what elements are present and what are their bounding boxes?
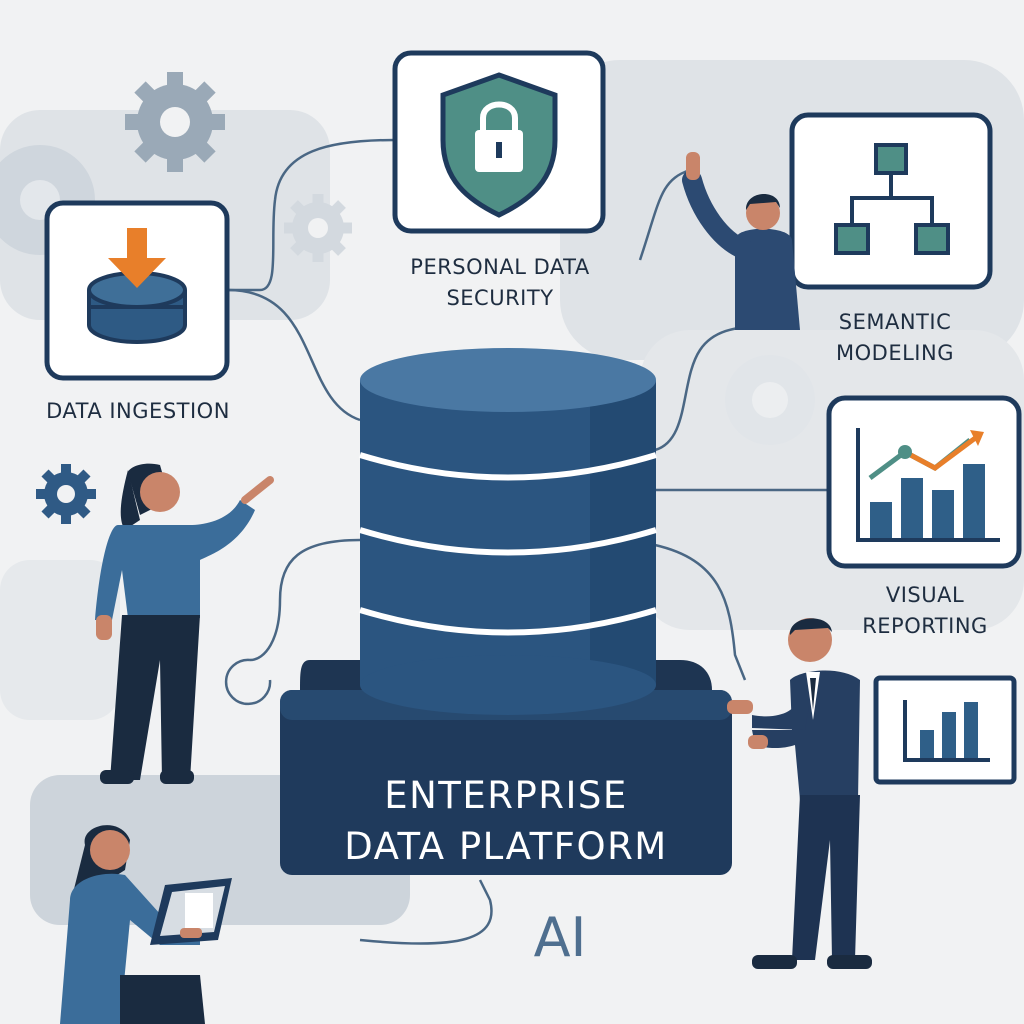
node-label-data-ingestion: DATA INGESTION bbox=[18, 396, 258, 427]
shield-lock-icon bbox=[440, 72, 558, 218]
personal-data-security-card bbox=[392, 50, 606, 234]
semantic-modeling-card bbox=[789, 112, 993, 290]
gear-icon bbox=[725, 355, 815, 445]
node-label-line: DATA INGESTION bbox=[46, 399, 230, 423]
node-label-personal-data-security: PERSONAL DATA SECURITY bbox=[380, 252, 620, 314]
visual-reporting-card bbox=[826, 395, 1022, 569]
database-download-icon bbox=[87, 228, 187, 344]
node-label-line: SECURITY bbox=[446, 286, 554, 310]
platform-title-line: DATA PLATFORM bbox=[344, 825, 668, 868]
node-label-line: PERSONAL DATA bbox=[410, 255, 590, 279]
node-label-line: VISUAL bbox=[885, 583, 965, 607]
gear-icon bbox=[36, 464, 96, 524]
node-label-semantic-modeling: SEMANTIC MODELING bbox=[800, 307, 990, 369]
gear-icon bbox=[284, 194, 352, 262]
node-label-line: REPORTING bbox=[862, 614, 988, 638]
node-label-visual-reporting: VISUAL REPORTING bbox=[840, 580, 1010, 642]
person-with-laptop bbox=[60, 825, 232, 1024]
ai-label: AI bbox=[533, 906, 587, 969]
data-ingestion-card bbox=[44, 200, 230, 381]
central-database bbox=[280, 348, 732, 875]
report-monitor bbox=[873, 675, 1017, 785]
hierarchy-icon bbox=[834, 143, 950, 255]
node-label-line: MODELING bbox=[836, 341, 954, 365]
connector-lines bbox=[224, 138, 828, 945]
node-label-line: SEMANTIC bbox=[838, 310, 952, 334]
bar-line-chart-icon bbox=[856, 428, 1000, 542]
person-waving bbox=[682, 152, 800, 330]
platform-title: ENTERPRISE DATA PLATFORM bbox=[276, 770, 736, 872]
gear-icon bbox=[125, 72, 225, 172]
platform-title-line: ENTERPRISE bbox=[384, 774, 628, 817]
person-presenting bbox=[727, 618, 872, 969]
person-pointing bbox=[95, 463, 274, 784]
